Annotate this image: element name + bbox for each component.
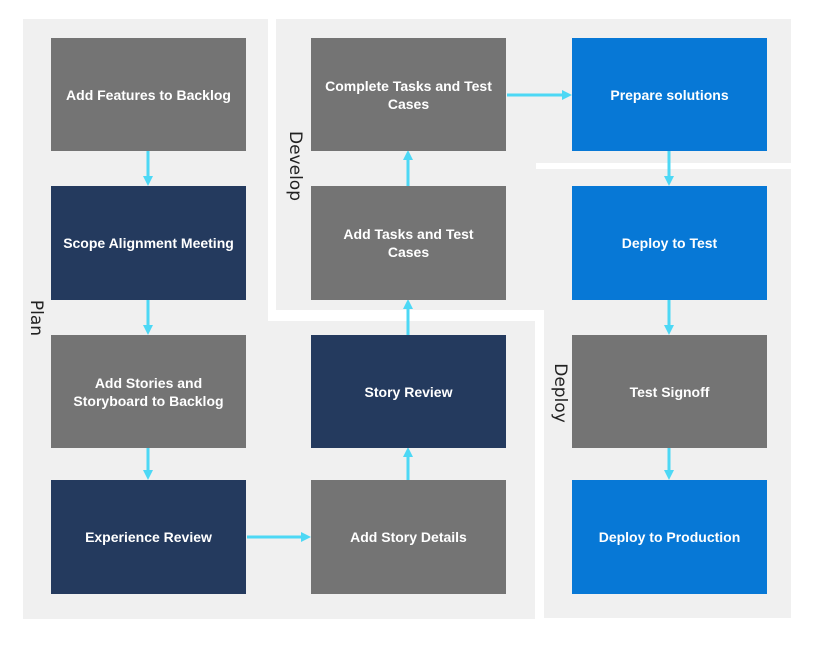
complete-tasks-box: Complete Tasks and Test Cases xyxy=(311,38,506,151)
deploy-to-test-box: Deploy to Test xyxy=(572,186,767,300)
story-review-box: Story Review xyxy=(311,335,506,448)
add-tasks-box: Add Tasks and Test Cases xyxy=(311,186,506,300)
deploy-to-production-box: Deploy to Production xyxy=(572,480,767,594)
add-story-details-box: Add Story Details xyxy=(311,480,506,594)
experience-review-box: Experience Review xyxy=(51,480,246,594)
scope-alignment-box: Scope Alignment Meeting xyxy=(51,186,246,300)
add-features-box: Add Features to Backlog xyxy=(51,38,246,151)
prepare-solutions-box: Prepare solutions xyxy=(572,38,767,151)
add-stories-box: Add Stories and Storyboard to Backlog xyxy=(51,335,246,448)
test-signoff-box: Test Signoff xyxy=(572,335,767,448)
region-divider xyxy=(536,163,791,169)
